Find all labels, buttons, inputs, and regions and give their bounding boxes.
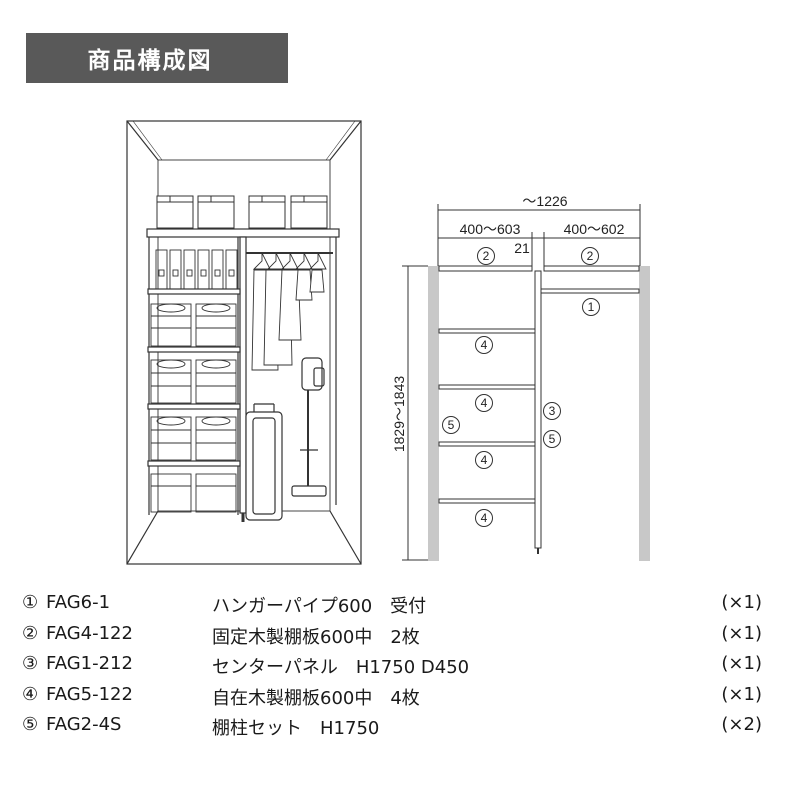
part-quantity: (×1) <box>721 622 762 644</box>
part-name: センターパネル H1750 D450 <box>212 657 470 678</box>
part-number: ② <box>22 622 39 644</box>
gap-label: 21 <box>514 240 530 256</box>
part-number: ③ <box>22 653 39 674</box>
closet-outer-frame <box>126 120 362 565</box>
part-number: ⑤ <box>22 714 39 735</box>
callout-3-text: 3 <box>549 404 556 418</box>
part-row: ① FAG6-1 ハンガーパイプ600 受付 (×1) <box>22 592 774 623</box>
callout-4-c <box>475 451 493 469</box>
part-name: 棚柱セット H1750 <box>212 718 380 739</box>
callout-1-text: 1 <box>588 300 595 314</box>
closet-illustration <box>126 120 362 565</box>
part-name: 固定木製棚板600中 2枚 <box>212 626 420 648</box>
callout-5-right <box>543 430 561 448</box>
part-code: FAG6-1 <box>46 592 111 613</box>
left-wall <box>428 266 439 561</box>
callout-4-a-text: 4 <box>481 338 488 352</box>
stick-vacuum <box>291 357 327 497</box>
center-panel <box>239 236 247 514</box>
part-code: FAG2-4S <box>46 714 122 735</box>
callout-4-c-text: 4 <box>481 453 488 467</box>
part-name: ハンガーパイプ600 受付 <box>212 596 427 617</box>
part-code: FAG4-122 <box>46 622 133 644</box>
callout-2-left-text: 2 <box>483 249 490 263</box>
part-number: ④ <box>22 683 39 705</box>
adjustable-shelves <box>438 328 536 504</box>
part-row: ③ FAG1-212 センターパネル H1750 D450 (×1) <box>22 653 774 684</box>
height-dimension-line <box>402 265 428 561</box>
center-panel-profile <box>534 270 542 549</box>
page-title: 商品構成図 <box>87 48 213 74</box>
callout-5-right-text: 5 <box>549 432 556 446</box>
parts-list: ① FAG6-1 ハンガーパイプ600 受付 (×1) ② FAG4-122 固… <box>22 592 774 745</box>
callout-2-right-text: 2 <box>587 249 594 263</box>
total-width-label: ～1226 <box>522 193 567 209</box>
hanging-clothes <box>251 252 327 371</box>
part-row: ④ FAG5-122 自在木製棚板600中 4枚 (×1) <box>22 684 774 715</box>
part-quantity: (×2) <box>721 714 762 735</box>
binder-files <box>155 249 238 290</box>
top-fixed-shelf <box>146 228 340 238</box>
height-label: 1829～1843 <box>391 376 407 453</box>
callout-5-left-text: 5 <box>448 418 455 432</box>
part-quantity: (×1) <box>721 592 762 613</box>
fixed-shelf-left <box>438 265 533 272</box>
callout-4-b <box>475 394 493 412</box>
part-name: 自在木製棚板600中 4枚 <box>212 687 420 709</box>
storage-baskets <box>150 303 237 513</box>
hanger-pipe-profile <box>540 288 640 294</box>
title-banner: 商品構成図 <box>26 33 288 83</box>
callout-4-b-text: 4 <box>481 396 488 410</box>
callout-1 <box>582 298 600 316</box>
suitcase <box>245 403 283 521</box>
callout-2-left <box>477 247 495 265</box>
callout-5-left <box>442 416 460 434</box>
width-dimension-lines <box>437 204 641 266</box>
dimension-drawing: 1829～1843 ～1226 400～603 400～602 21 <box>391 193 650 561</box>
right-width-label: 400～602 <box>564 221 625 237</box>
part-row: ② FAG4-122 固定木製棚板600中 2枚 (×1) <box>22 623 774 654</box>
part-code: FAG5-122 <box>46 683 133 705</box>
callout-3 <box>543 402 561 420</box>
part-code: FAG1-212 <box>46 653 133 674</box>
part-quantity: (×1) <box>721 683 762 705</box>
fixed-shelf-right <box>543 265 640 272</box>
callout-4-a <box>475 336 493 354</box>
diagram-canvas: 1829～1843 ～1226 400～603 400～602 21 <box>126 120 650 565</box>
left-width-label: 400～603 <box>460 221 521 237</box>
part-quantity: (×1) <box>721 653 762 674</box>
part-row: ⑤ FAG2-4S 棚柱セット H1750 (×2) <box>22 714 774 745</box>
callout-4-d <box>475 509 493 527</box>
part-number: ① <box>22 592 39 613</box>
callout-markers <box>442 247 600 527</box>
callout-2-right <box>581 247 599 265</box>
callout-4-d-text: 4 <box>481 511 488 525</box>
top-storage-boxes <box>156 195 328 229</box>
right-wall <box>639 266 650 561</box>
